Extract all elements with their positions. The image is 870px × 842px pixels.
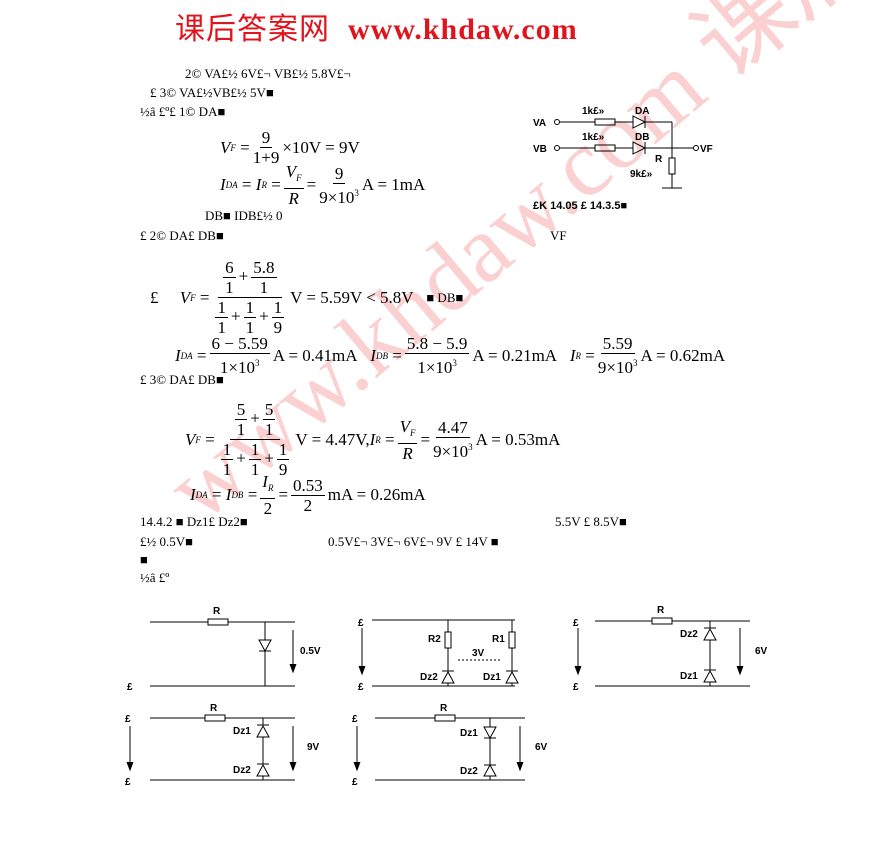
label-dz2: Dz2 [420,672,438,683]
text-line: 5.5V £ 8.5V■ [555,514,627,529]
circuit-a: R 0.5V £ [127,606,321,693]
text-line: ½â £º£ 1© DA■ [140,104,226,119]
label-dz1: Dz1 [680,671,698,682]
label-dz1: Dz1 [233,726,251,737]
label-va: VA [533,118,546,129]
figure-14-05-circuit: VA VB VF 1k£» 1k£» DA DB R 9k£» [533,106,713,189]
text-line: £ 3© VA£½VB£½ 5V■ [150,85,274,100]
label-r1: R1 [492,634,505,645]
text-line: ½â £º [140,570,170,585]
label-r9k: 9k£» [630,169,653,180]
label-r: R [440,703,448,714]
label-r: R [657,605,665,616]
text-line: £½ 0.5V■ [140,534,193,549]
label-terminal: £ [352,777,358,788]
circuit-c: R Dz2 Dz1 6V £ £ [573,605,768,693]
figure-caption: £K 14.05 £ 14.3.5■ [533,200,628,212]
label-dz2: Dz2 [233,765,251,776]
label-r1k: 1k£» [582,106,605,117]
label-terminal: £ [358,682,364,693]
label-terminal: £ [127,682,133,693]
label-voltage: 6V [755,646,768,657]
circuit-b: R2 R1 3V Dz2 Dz1 £ £ [358,618,519,693]
text-line: £ 3© DA£ DB■ [140,372,224,387]
header-cn: 课后答案网 [175,13,330,46]
label-terminal: £ [573,682,579,693]
label-terminal: £ [573,618,579,629]
site-header: 课后答案网 www.khdaw.com [175,4,578,48]
label-terminal: £ [358,618,364,629]
label-voltage: 6V [535,742,548,753]
text-line: £ 2© DA£ DB■ [140,228,224,243]
label-terminal: £ [352,714,358,725]
label-r2: R2 [428,634,441,645]
label-r: R [213,606,221,617]
label-voltage: 3V [472,648,485,659]
label-da: DA [635,106,649,117]
label-vb: VB [533,144,547,155]
label-terminal: £ [125,714,131,725]
text-line: DB■ IDB£½ 0 [205,208,283,223]
label-dz1: Dz1 [483,672,501,683]
label-vf: VF [700,144,713,155]
header-url[interactable]: www.khdaw.com [348,13,578,46]
label-voltage: 9V [307,742,320,753]
text-line: 14.4.2 ■ Dz1£ Dz2■ [140,514,248,529]
label-dz2: Dz2 [680,629,698,640]
text-line: 2© VA£½ 6V£¬ VB£½ 5.8V£¬ [185,66,351,81]
label-db: DB [635,132,649,143]
text-line: VF [550,228,567,243]
label-r1k: 1k£» [582,132,605,143]
text-line: ■ [140,552,148,567]
label-r: R [655,154,663,165]
label-r: R [210,703,218,714]
label-voltage: 0.5V [300,646,321,657]
label-dz1: Dz1 [460,728,478,739]
label-terminal: £ [125,777,131,788]
circuit-d: R Dz1 Dz2 9V £ £ [125,703,320,788]
text-line: 0.5V£¬ 3V£¬ 6V£¬ 9V £ 14V ■ [328,534,499,549]
circuit-e: R Dz1 Dz2 6V £ £ [352,703,548,788]
label-dz2: Dz2 [460,766,478,777]
